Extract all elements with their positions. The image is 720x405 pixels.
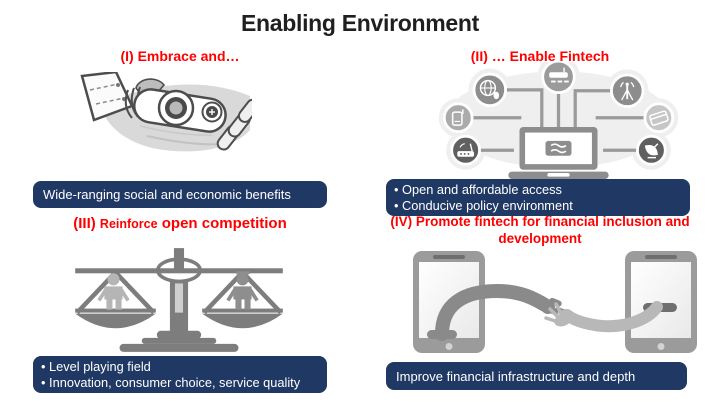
right-person-figure	[226, 271, 259, 310]
elbow-joint	[157, 89, 195, 127]
left-person-figure	[97, 273, 130, 310]
heading-promote-fintech: (IV) Promote fintech for financial inclu…	[390, 214, 690, 246]
banner-bullet: Open and affordable access	[394, 182, 682, 198]
globe-icon	[472, 72, 507, 108]
heading-open-competition: (III) Reinforce open competition	[0, 215, 360, 233]
balance-scale-illustration	[75, 248, 283, 352]
connector-lines	[473, 88, 644, 152]
heading-word: Reinforce	[99, 217, 158, 231]
heading-enable-fintech: (II) … Enable Fintech	[470, 48, 610, 64]
screw-joint	[201, 101, 223, 123]
banner-bullet-list: Level playing field Innovation, consumer…	[41, 359, 319, 390]
mobile-phone-icon	[442, 102, 474, 134]
banner-bullet: Level playing field	[41, 359, 319, 375]
banner-bullet: Innovation, consumer choice, service qua…	[41, 375, 319, 391]
scale-frame	[75, 248, 283, 352]
right-pan	[202, 270, 283, 329]
banner-enable-fintech: Open and affordable access Conducive pol…	[386, 179, 690, 216]
banner-open-competition: Level playing field Innovation, consumer…	[33, 356, 327, 393]
right-phone-icon	[625, 251, 697, 353]
satellite-dish-icon	[636, 134, 667, 166]
heading-numeral: (III)	[73, 215, 96, 232]
banner-bullet-list: Open and affordable access Conducive pol…	[394, 182, 682, 213]
fintech-network-illustration	[438, 62, 679, 179]
banner-bullet: Conducive policy environment	[394, 198, 682, 214]
banner-text: Wide-ranging social and economic benefit…	[43, 187, 291, 202]
banner-text: Improve financial infrastructure and dep…	[396, 368, 636, 384]
phones-exchange-illustration	[413, 251, 697, 353]
robotic-hand-illustration	[80, 72, 252, 152]
laptop-icon	[508, 127, 609, 179]
modem-router-icon	[541, 62, 576, 95]
banner-promote-fintech: Improve financial infrastructure and dep…	[386, 362, 687, 390]
wifi-router-icon	[450, 134, 481, 166]
antenna-tower-icon	[610, 73, 645, 108]
finger-shapes	[216, 98, 252, 151]
receiving-arm	[544, 301, 663, 333]
heading-phrase: open competition	[161, 215, 287, 232]
heading-embrace: (I) Embrace and…	[120, 48, 240, 64]
credit-card-icon	[643, 102, 675, 134]
banner-embrace: Wide-ranging social and economic benefit…	[33, 181, 327, 208]
page-title: Enabling Environment	[240, 10, 480, 36]
